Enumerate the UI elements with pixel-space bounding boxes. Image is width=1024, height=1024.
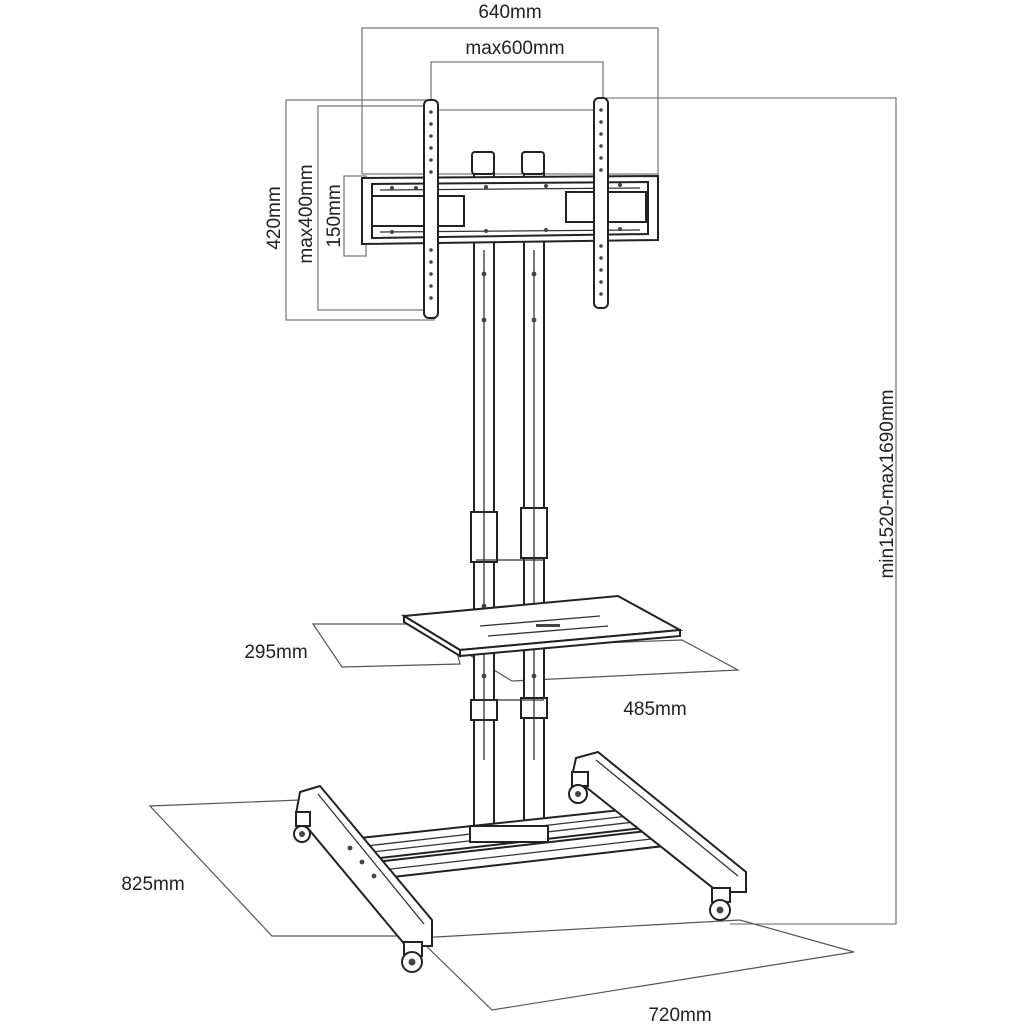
base-width-label: 720mm (648, 1005, 711, 1024)
vesa-arms (423, 97, 609, 319)
total-height-label: min1520-max1690mm (877, 389, 898, 578)
vesa-width-guide (361, 27, 659, 175)
shelf-width-label: 485mm (623, 699, 686, 720)
shelf-depth-plane (311, 623, 461, 668)
total-height-guide (603, 97, 897, 925)
bracket-height-label: 150mm (324, 184, 345, 247)
column-poles (470, 159, 548, 841)
vesa-max-height-label: max400mm (296, 164, 317, 263)
horizontal-bracket (361, 174, 659, 246)
tv-stand-drawing (293, 97, 747, 973)
shelf-depth-label: 295mm (244, 642, 307, 663)
base-depth-label: 825mm (121, 874, 184, 895)
vesa-width-label: 640mm (478, 2, 541, 23)
casters (293, 771, 731, 973)
vesa-max-width-guide (430, 61, 604, 111)
pole-caps (471, 151, 545, 175)
vesa-height-label: 420mm (264, 186, 285, 249)
vesa-max-width-label: max600mm (465, 38, 564, 59)
base-width-plane (416, 919, 855, 1011)
dimension-labels: 640mm max600mm 420mm max400mm 150mm min1… (121, 2, 898, 1024)
base-cross-rails (357, 806, 666, 880)
media-shelf (400, 594, 684, 658)
